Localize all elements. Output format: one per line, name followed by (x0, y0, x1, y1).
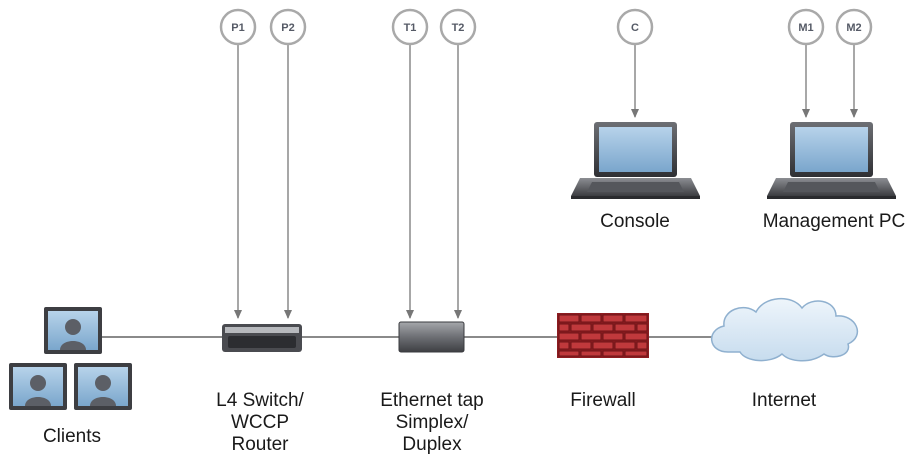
switch-label-line2: WCCP (230, 412, 290, 433)
console-laptop-icon (571, 122, 700, 199)
tap-label-line2: Simplex/ (395, 412, 469, 433)
console-label: Console (600, 211, 670, 232)
badge-p1: P1 (219, 8, 257, 46)
firewall-icon (557, 313, 649, 358)
tap-label-line3: Duplex (402, 434, 462, 455)
badge-m2-text: M2 (846, 22, 861, 34)
badge-t2: T2 (439, 8, 477, 46)
switch-label-line3: Router (231, 434, 289, 455)
client-monitor-top (44, 307, 102, 354)
badge-p2-text: P2 (281, 22, 294, 34)
badge-m2: M2 (835, 8, 873, 46)
badge-c: C (616, 8, 654, 46)
clients-label: Clients (42, 426, 102, 447)
badge-m1: M1 (787, 8, 825, 46)
badge-p1-text: P1 (231, 22, 244, 34)
switch-label-line1: L4 Switch/ (216, 390, 304, 411)
badge-t2-text: T2 (452, 22, 465, 34)
badge-m1-text: M1 (798, 22, 813, 34)
ethernet-tap-icon (398, 321, 465, 353)
tap-label: Ethernet tap Simplex/ Duplex (362, 390, 502, 456)
management-pc-label: Management PC (762, 211, 906, 232)
client-monitor-right (74, 363, 132, 410)
badge-p2: P2 (269, 8, 307, 46)
badge-t1-text: T1 (404, 22, 417, 34)
clients-icon (9, 307, 132, 410)
l4-switch-icon (222, 324, 302, 352)
management-pc-laptop-icon (767, 122, 896, 199)
client-monitor-left (9, 363, 67, 410)
badge-t1: T1 (391, 8, 429, 46)
tap-label-line1: Ethernet tap (380, 390, 484, 411)
internet-cloud-icon (711, 298, 859, 362)
switch-label: L4 Switch/ WCCP Router (190, 390, 330, 456)
badge-c-text: C (631, 22, 639, 34)
firewall-label: Firewall (570, 390, 636, 411)
internet-label: Internet (751, 390, 817, 411)
